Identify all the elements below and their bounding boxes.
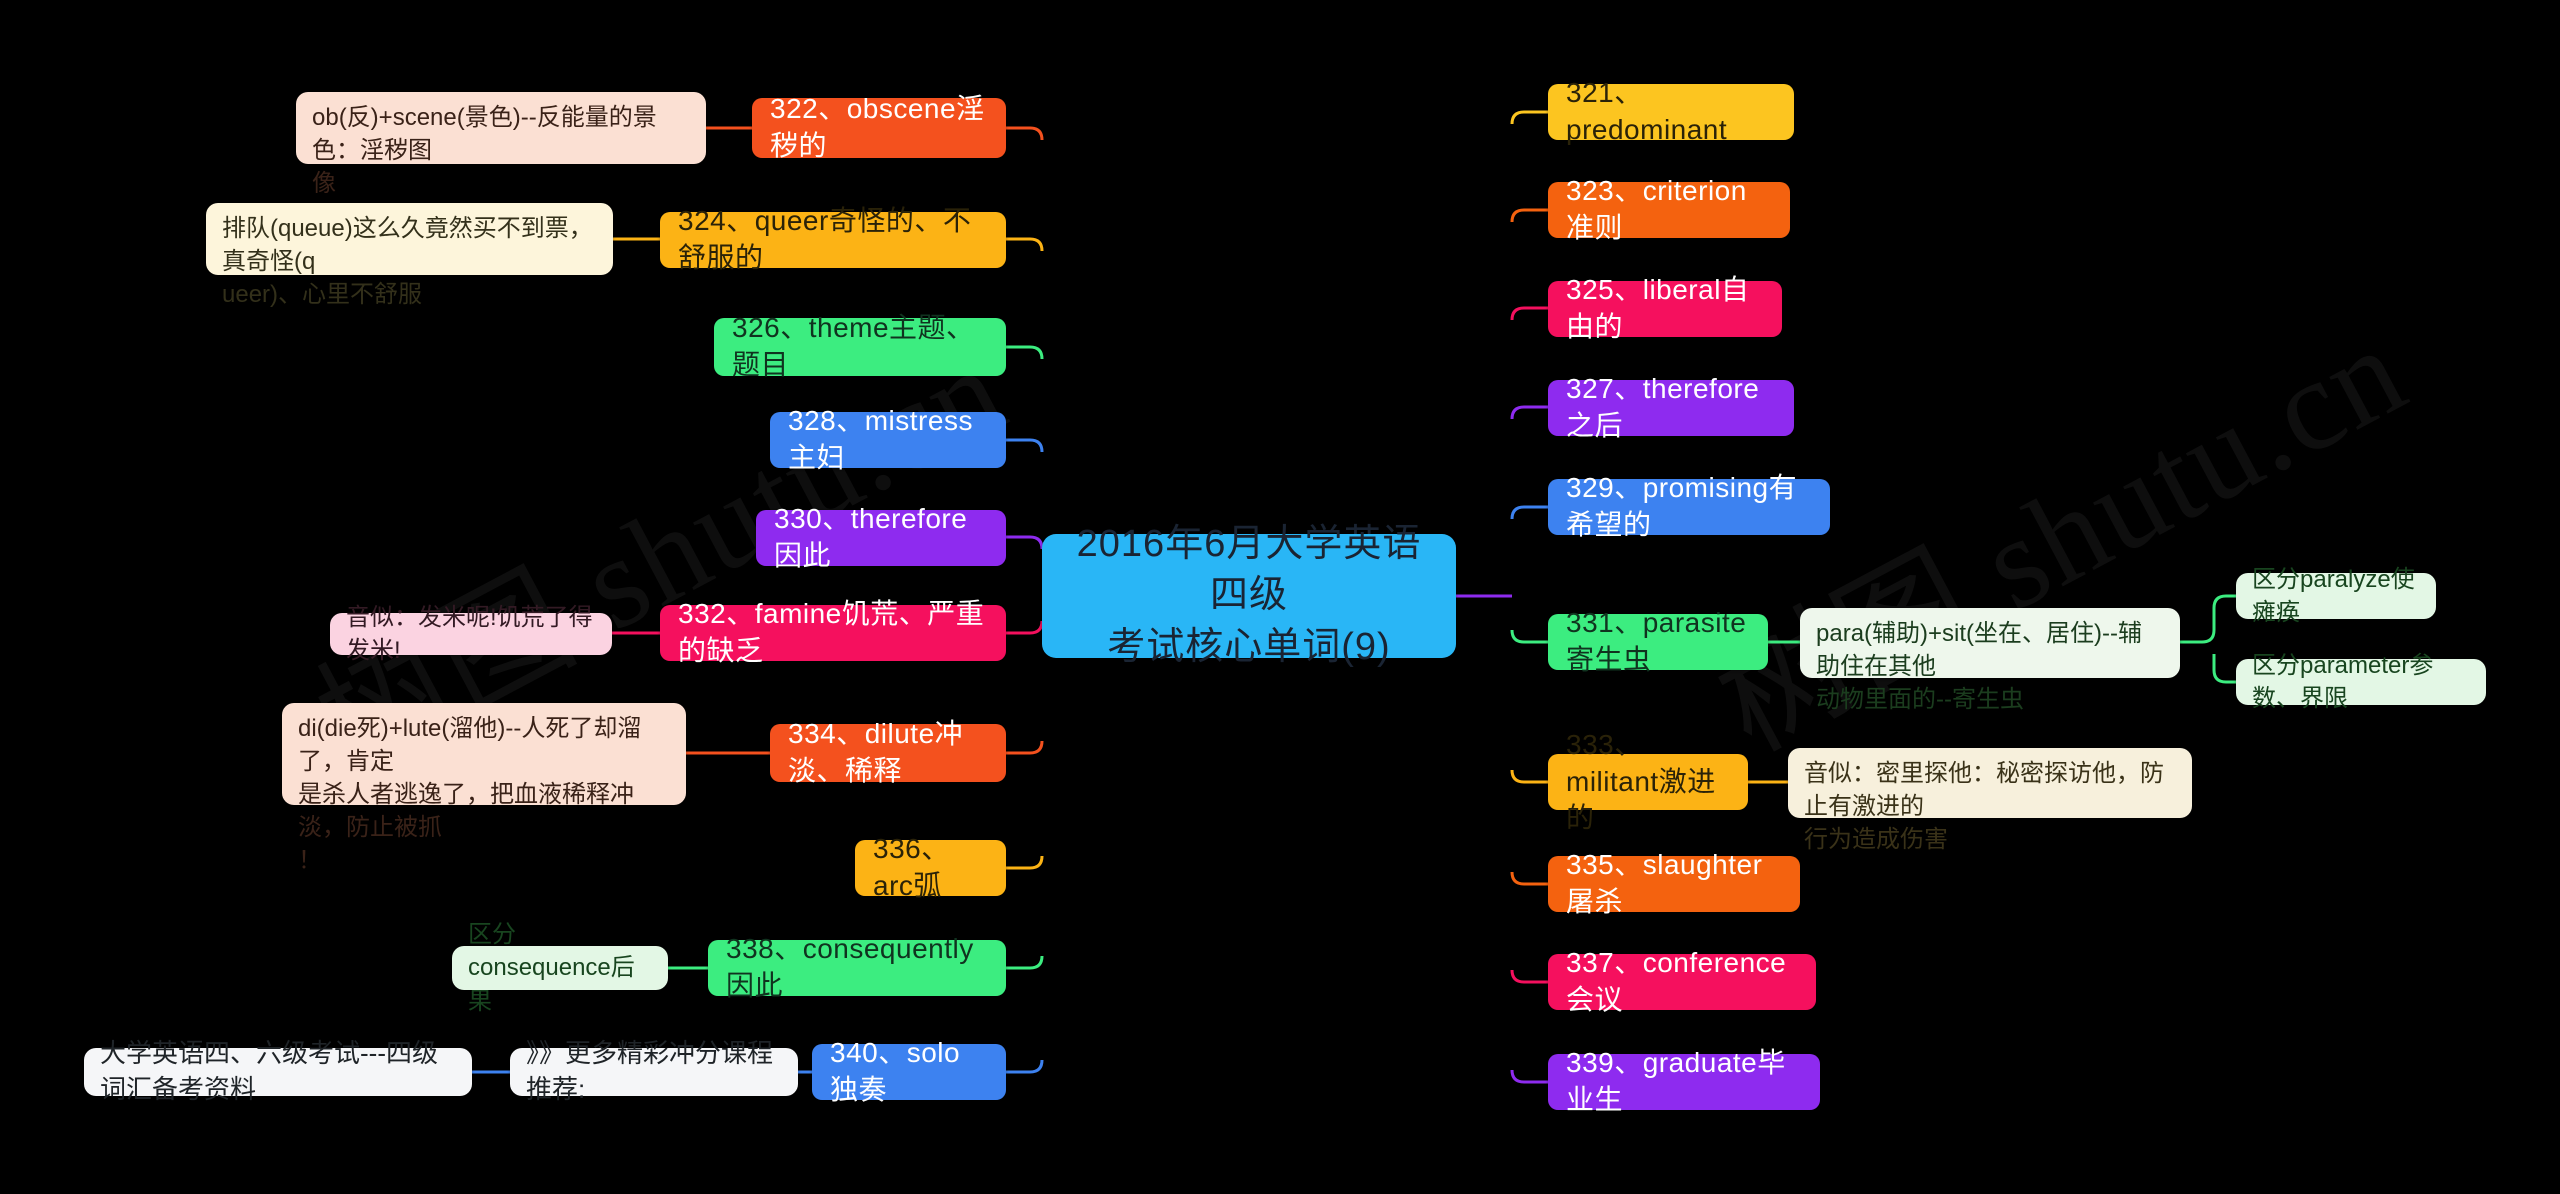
node-335[interactable]: 335、slaughter屠杀 xyxy=(1548,849,1800,917)
node-323[interactable]: 323、criterion准则 xyxy=(1548,175,1790,243)
node-327[interactable]: 327、therefore之后 xyxy=(1548,373,1794,441)
node-337[interactable]: 337、conference会议 xyxy=(1548,947,1816,1015)
note-322-etymology[interactable]: ob(反)+scene(景色)--反能量的景色：淫秽图 像 xyxy=(296,92,706,197)
node-338[interactable]: 338、consequently因此 xyxy=(708,933,1006,1001)
note-331-distinguish-paralyze[interactable]: 区分paralyze使瘫痪 xyxy=(2236,566,2436,626)
node-333[interactable]: 333、militant激进的 xyxy=(1548,729,1748,833)
note-324-mnemonic[interactable]: 排队(queue)这么久竟然买不到票，真奇怪(q ueer)、心里不舒服 xyxy=(206,203,613,308)
node-322[interactable]: 322、obscene淫秽的 xyxy=(752,93,1006,161)
note-331-distinguish-parameter[interactable]: 区分parameter参数、界限 xyxy=(2236,652,2486,712)
node-329[interactable]: 329、promising有希望的 xyxy=(1548,472,1830,540)
note-332-mnemonic[interactable]: 音似：发米呢!饥荒了得发米! xyxy=(330,604,612,664)
note-333-mnemonic[interactable]: 音似：密里探他：秘密探访他，防止有激进的 行为造成伤害 xyxy=(1788,748,2192,853)
node-339[interactable]: 339、graduate毕业生 xyxy=(1548,1047,1820,1115)
node-336[interactable]: 336、arc弧 xyxy=(855,833,1006,901)
node-331[interactable]: 331、parasite寄生虫 xyxy=(1548,607,1768,675)
node-326[interactable]: 326、theme主题、题目 xyxy=(714,312,1006,380)
note-331-etymology[interactable]: para(辅助)+sit(坐在、居住)--辅助住在其他 动物里面的--寄生虫 xyxy=(1800,608,2180,713)
node-332[interactable]: 332、famine饥荒、严重的缺乏 xyxy=(660,598,1006,666)
node-325[interactable]: 325、liberal自由的 xyxy=(1548,274,1782,342)
note-338-distinguish[interactable]: 区分consequence后果 xyxy=(452,921,668,1015)
note-exam-material[interactable]: 大学英语四、六级考试---四级词汇备考资料 xyxy=(84,1038,472,1104)
node-340[interactable]: 340、solo独奏 xyxy=(812,1037,1006,1105)
root-node[interactable]: 2016年6月大学英语四级 考试核心单词(9) xyxy=(1042,523,1456,668)
node-321[interactable]: 321、predominant xyxy=(1548,77,1794,145)
note-334-mnemonic[interactable]: di(die死)+lute(溜他)--人死了却溜了，肯定 是杀人者逃逸了，把血液… xyxy=(282,703,686,874)
node-324[interactable]: 324、queer奇怪的、不舒服的 xyxy=(660,205,1006,273)
note-course-recommend[interactable]: 》》更多精彩冲分课程推荐: xyxy=(510,1038,798,1104)
node-334[interactable]: 334、dilute冲淡、稀释 xyxy=(770,718,1006,786)
node-328[interactable]: 328、mistress主妇 xyxy=(770,405,1006,473)
node-330[interactable]: 330、therefore因此 xyxy=(756,503,1006,571)
